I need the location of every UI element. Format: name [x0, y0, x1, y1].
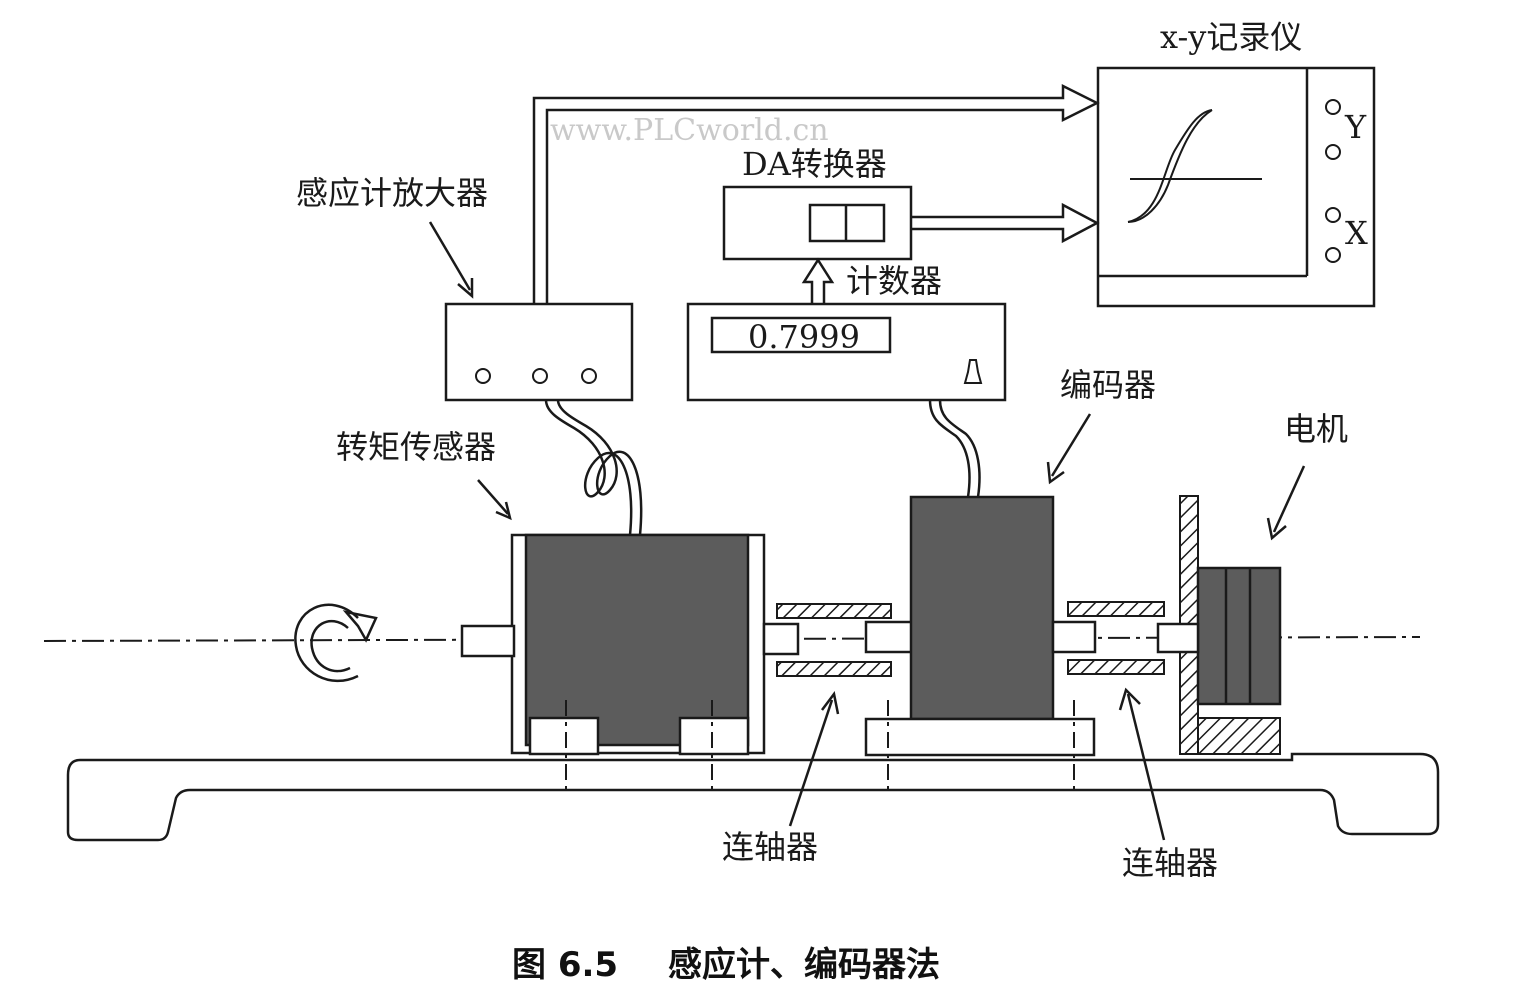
torque-sensor-cable: [544, 399, 633, 536]
encoder-shaft-right: [1051, 620, 1097, 654]
y-terminal-2: [1325, 144, 1341, 160]
encoder-pointer: [1046, 413, 1092, 485]
encoder-cable: [928, 399, 971, 498]
coupling-right-pointer: [1118, 687, 1166, 841]
torque-sensor-label: 转矩传感器: [336, 428, 496, 466]
encoder-shaft-left: [864, 620, 914, 654]
da-to-recorder-arrow: [911, 202, 1100, 244]
counter-to-da-arrow: [801, 257, 835, 304]
counter-label: 计数器: [846, 262, 942, 300]
coupling-left-pointer: [788, 691, 840, 827]
amp-knob-1: [475, 368, 491, 384]
motor: [1156, 495, 1282, 755]
xy-recorder: [1096, 66, 1376, 308]
counter-value: 0.7999: [748, 318, 860, 356]
rotation-arrow-icon: [294, 603, 378, 683]
sensor-shaft-left: [460, 624, 516, 658]
sensor-amp-pointer: [428, 221, 474, 299]
x-port-label: X: [1345, 214, 1368, 252]
motor-label: 电机: [1284, 410, 1348, 448]
y-port-label: Y: [1344, 108, 1367, 146]
sensor-foot-right: [678, 716, 750, 756]
sensor-amplifier: [444, 302, 634, 402]
watermark: www.PLCworld.cn: [550, 113, 829, 148]
x-terminal-2: [1325, 247, 1341, 263]
xy-recorder-label: x-y记录仪: [1160, 18, 1302, 56]
encoder-base: [864, 717, 1096, 757]
base-plate: [66, 752, 1440, 842]
encoder: [864, 495, 1096, 757]
counter-display: [710, 316, 892, 354]
coupling-right: [1051, 601, 1165, 675]
encoder-label: 编码器: [1060, 366, 1156, 404]
recorder-curve: [1127, 109, 1262, 223]
torque-sensor-cable-2: [556, 399, 643, 536]
counter: [686, 302, 1007, 402]
coupling-left-label: 连轴器: [722, 828, 818, 866]
amp-to-recorder-arrow: [532, 83, 1100, 304]
da-converter-label: DA转换器: [742, 145, 887, 183]
amp-knob-2: [532, 368, 548, 384]
motor-mount: [1197, 717, 1281, 755]
torque-sensor-pointer: [477, 479, 512, 521]
x-terminal-1: [1325, 207, 1341, 223]
sensor-foot-left: [528, 716, 600, 756]
y-terminal-1: [1325, 99, 1341, 115]
amp-knob-3: [581, 368, 597, 384]
sensor-shaft-right: [762, 622, 800, 656]
counter-knob: [963, 359, 983, 384]
da-converter: [722, 185, 913, 261]
motor-pointer: [1266, 465, 1306, 541]
motor-shaft: [1156, 622, 1200, 654]
sensor-amp-label: 感应计放大器: [296, 174, 488, 212]
encoder-cable-2: [938, 399, 981, 498]
torque-sensor: [460, 533, 800, 756]
coupling-right-label: 连轴器: [1122, 844, 1218, 882]
figure-number: 图 6.5: [512, 945, 618, 985]
figure-title: 感应计、编码器法: [668, 945, 940, 985]
